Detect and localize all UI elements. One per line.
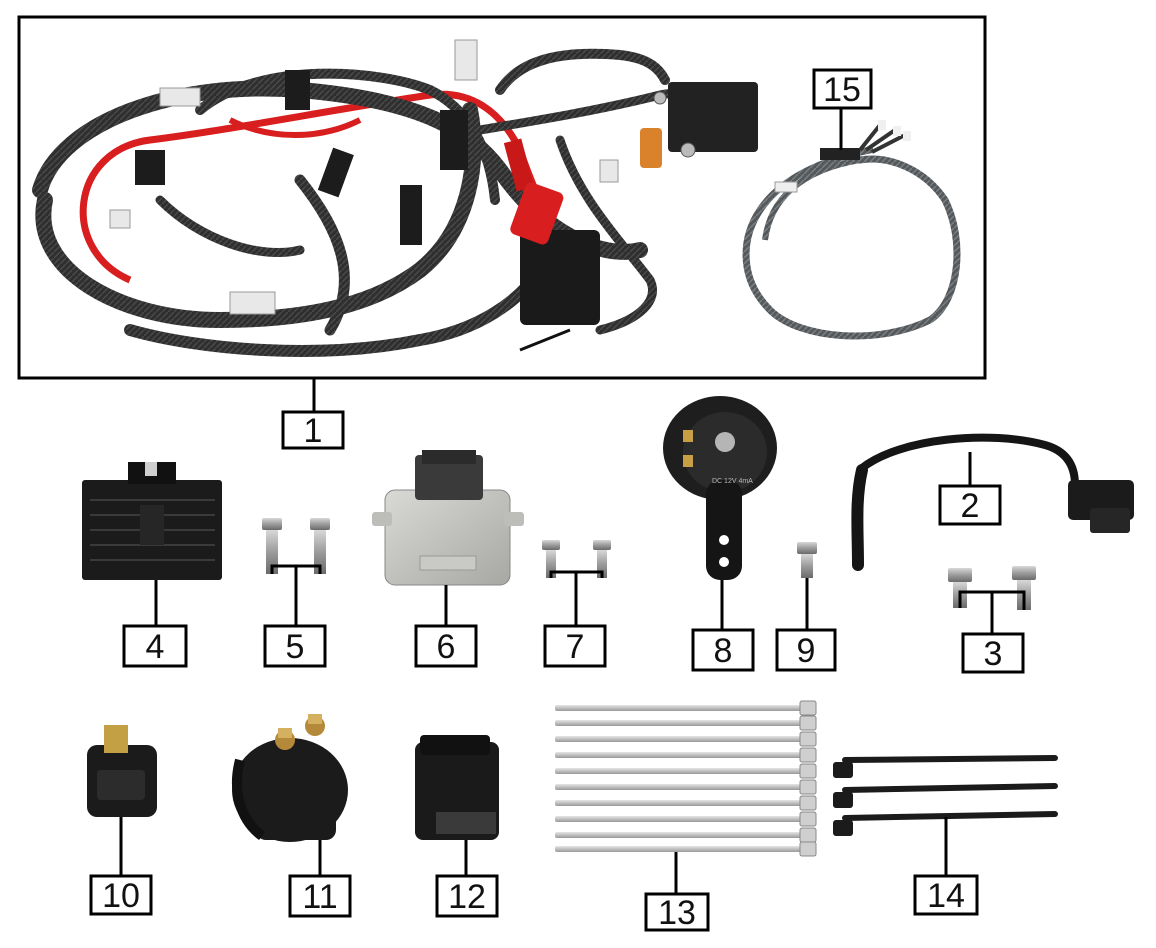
callout-11: 11 — [288, 874, 352, 918]
callout-14: 14 — [913, 874, 979, 916]
callout-13-label: 13 — [658, 894, 696, 932]
callout-3: 3 — [961, 632, 1025, 674]
callout-6-label: 6 — [437, 628, 456, 666]
callout-14-label: 14 — [927, 877, 965, 915]
starter-relay-image — [232, 714, 348, 842]
cable-ties-black-image — [833, 755, 1058, 836]
callout-9: 9 — [775, 628, 837, 672]
callout-8-label: 8 — [714, 632, 733, 670]
callout-7: 7 — [543, 624, 607, 668]
callout-8: 8 — [691, 628, 755, 672]
harness-frame — [17, 15, 987, 380]
callout-12-label: 12 — [448, 878, 486, 916]
leader-lines — [119, 108, 1026, 894]
callout-12: 12 — [435, 874, 499, 918]
cable-ties-silver-image — [555, 700, 817, 857]
callout-1: 1 — [281, 410, 345, 450]
sensor-cable-image — [742, 120, 961, 340]
ecu-image — [372, 450, 524, 586]
flasher-unit-image — [415, 735, 499, 840]
callout-5-label: 5 — [286, 628, 305, 666]
callout-3-label: 3 — [984, 635, 1003, 673]
bolts-item3-image — [948, 566, 1036, 610]
wiring-harness-image — [32, 39, 758, 357]
callout-4: 4 — [122, 624, 188, 668]
callout-10-label: 10 — [102, 877, 140, 915]
callout-2-label: 2 — [961, 487, 980, 525]
bolts-item5-image — [262, 518, 330, 574]
ignition-coil-image — [851, 433, 1134, 571]
callout-13: 13 — [644, 892, 710, 932]
callout-15: 15 — [812, 68, 873, 110]
callout-15-label: 15 — [823, 71, 861, 109]
callout-7-label: 7 — [566, 628, 585, 666]
callout-9-label: 9 — [797, 632, 816, 670]
bolts-item7-image — [542, 540, 611, 578]
callout-2: 2 — [938, 484, 1002, 526]
callout-4-label: 4 — [146, 628, 165, 666]
regulator-rectifier-image — [82, 462, 222, 580]
callout-10: 10 — [89, 874, 153, 916]
callout-1-label: 1 — [304, 412, 323, 450]
horn-image: DC 12V 4mA — [663, 396, 777, 580]
callout-6: 6 — [414, 624, 478, 668]
callout-11-label: 11 — [302, 878, 337, 916]
callout-5: 5 — [263, 624, 327, 668]
relay-image — [87, 725, 157, 817]
horn-label: DC 12V 4mA — [712, 478, 753, 485]
bolt-item9-image — [797, 542, 817, 578]
